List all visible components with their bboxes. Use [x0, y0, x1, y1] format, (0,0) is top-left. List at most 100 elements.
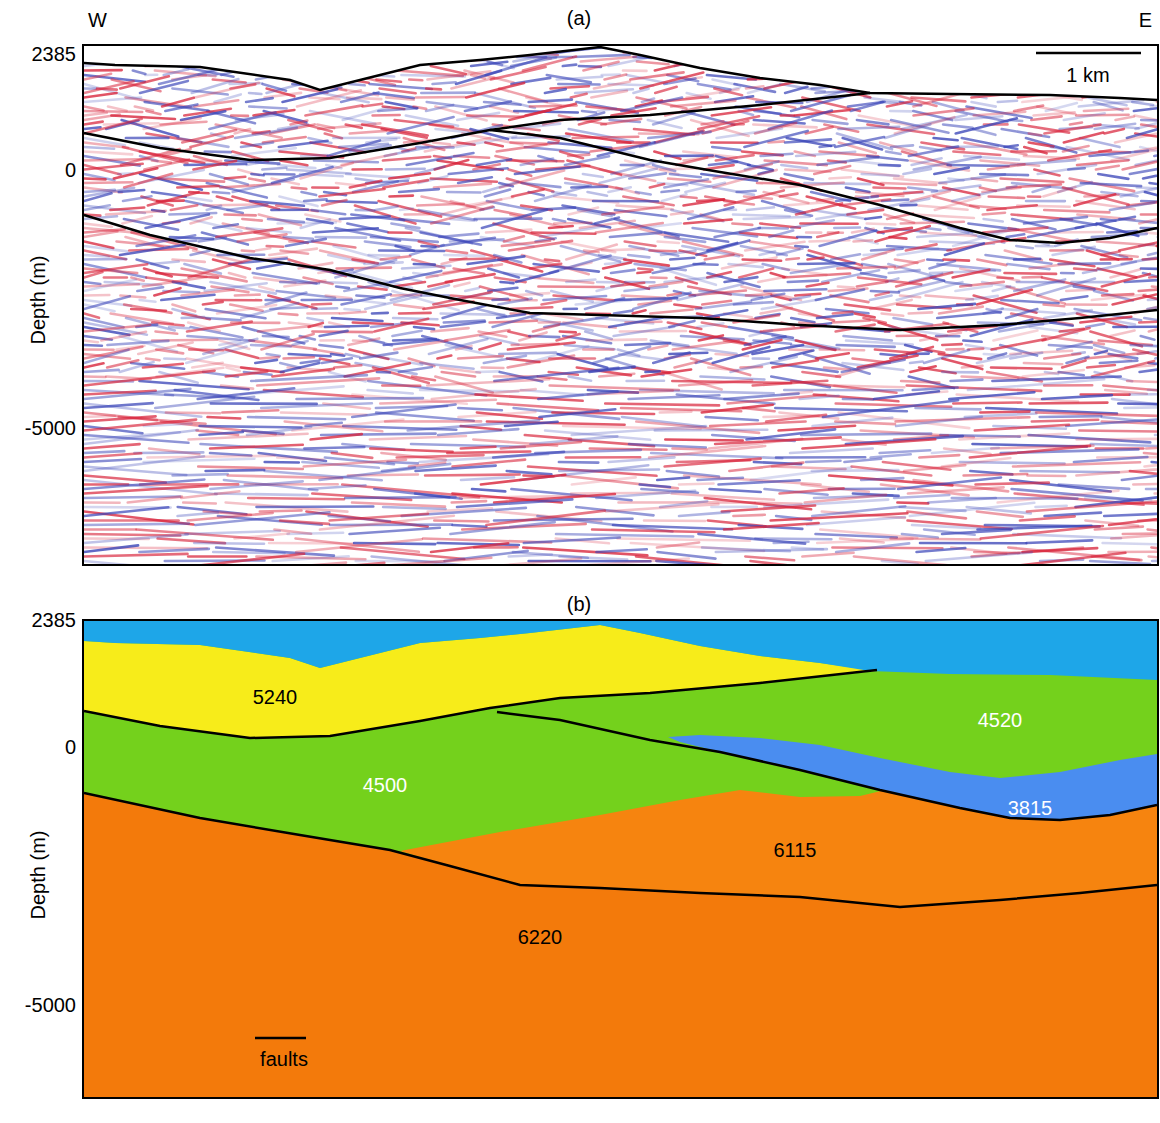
seismic-event — [953, 152, 1000, 156]
seismic-event — [84, 403, 153, 408]
seismic-event — [297, 90, 361, 106]
seismic-event — [423, 302, 473, 309]
seismic-event — [1005, 272, 1057, 275]
seismic-event — [1037, 279, 1095, 296]
seismic-event — [1130, 168, 1160, 174]
seismic-event — [1098, 174, 1128, 179]
seismic-event — [292, 188, 307, 189]
seismic-event — [1029, 62, 1049, 66]
seismic-event — [1121, 185, 1160, 196]
seismic-event — [265, 50, 297, 52]
seismic-event — [284, 281, 325, 287]
seismic-event — [332, 318, 383, 321]
seismic-event — [1039, 88, 1059, 94]
seismic-event — [1032, 420, 1098, 422]
seismic-event — [896, 417, 982, 426]
seismic-event — [754, 111, 780, 114]
seismic-event — [340, 216, 390, 219]
seismic-event — [625, 287, 668, 292]
seismic-event — [826, 309, 869, 313]
seismic-event — [211, 402, 317, 405]
seismic-event — [752, 47, 794, 48]
seismic-event — [390, 62, 413, 65]
seismic-event — [879, 164, 900, 167]
seismic-event — [1030, 401, 1108, 404]
seismic-event — [1044, 210, 1109, 212]
seismic-event — [457, 48, 493, 56]
seismic-event — [355, 53, 400, 66]
seismic-event — [458, 408, 502, 410]
seismic-event — [84, 147, 114, 149]
seismic-event — [147, 456, 274, 458]
seismic-event — [399, 312, 431, 315]
seismic-event — [217, 197, 232, 201]
seismic-event — [665, 440, 742, 441]
seismic-event — [713, 347, 770, 363]
seismic-event — [298, 53, 340, 65]
seismic-event — [169, 327, 189, 328]
seismic-event — [993, 331, 1037, 341]
seismic-event — [820, 230, 877, 246]
seismic-event — [640, 73, 703, 89]
seismic-event — [1044, 125, 1100, 134]
seismic-event — [688, 207, 733, 219]
seismic-event — [820, 145, 835, 147]
seismic-event — [84, 81, 134, 93]
seismic-event — [319, 345, 343, 348]
seismic-event — [991, 368, 1052, 369]
seismic-event — [605, 75, 627, 80]
seismic-event — [870, 296, 892, 301]
seismic-event — [851, 102, 883, 111]
seismic-event — [146, 111, 160, 114]
seismic-event — [84, 264, 147, 273]
seismic-event — [780, 194, 798, 197]
seismic-event — [286, 239, 326, 246]
seismic-event — [179, 53, 227, 65]
seismic-event — [696, 359, 712, 363]
seismic-event — [261, 403, 372, 408]
seismic-event — [241, 143, 273, 148]
seismic-event — [501, 442, 581, 449]
seismic-event — [393, 318, 437, 319]
seismic-event — [1095, 351, 1107, 354]
seismic-event — [769, 231, 793, 238]
seismic-event — [741, 58, 787, 66]
seismic-event — [447, 191, 480, 194]
seismic-event — [207, 206, 221, 210]
seismic-event — [313, 228, 378, 232]
seismic-event — [583, 174, 603, 177]
seismic-event — [485, 190, 510, 197]
seismic-event — [110, 208, 144, 211]
seismic-event — [1066, 417, 1160, 426]
seismic-event — [200, 426, 302, 428]
seismic-event — [874, 188, 906, 189]
seismic-event — [411, 444, 525, 447]
seismic-event — [442, 372, 475, 377]
seismic-event — [879, 80, 934, 90]
seismic-event — [508, 332, 530, 337]
seismic-event — [302, 298, 352, 301]
seismic-event — [510, 293, 549, 295]
seismic-event — [939, 174, 1005, 183]
seismic-event — [788, 57, 830, 62]
seismic-event — [194, 100, 238, 106]
seismic-event — [573, 137, 639, 138]
seismic-event — [1118, 404, 1160, 406]
seismic-event — [871, 249, 903, 251]
seismic-event — [817, 314, 853, 318]
seismic-event — [681, 197, 697, 199]
seismic-event — [925, 350, 944, 353]
seismic-event — [977, 290, 1032, 305]
seismic-event — [613, 46, 647, 48]
seismic-event — [891, 145, 913, 147]
seismic-event — [956, 118, 1017, 133]
seismic-event — [795, 246, 808, 247]
seismic-event — [108, 107, 127, 111]
seismic-event — [301, 220, 330, 228]
seismic-event — [1136, 120, 1160, 129]
seismic-event — [84, 347, 142, 359]
seismic-event — [605, 404, 719, 406]
seismic-event — [802, 439, 935, 448]
seismic-event — [636, 192, 651, 195]
seismic-event — [263, 137, 306, 143]
